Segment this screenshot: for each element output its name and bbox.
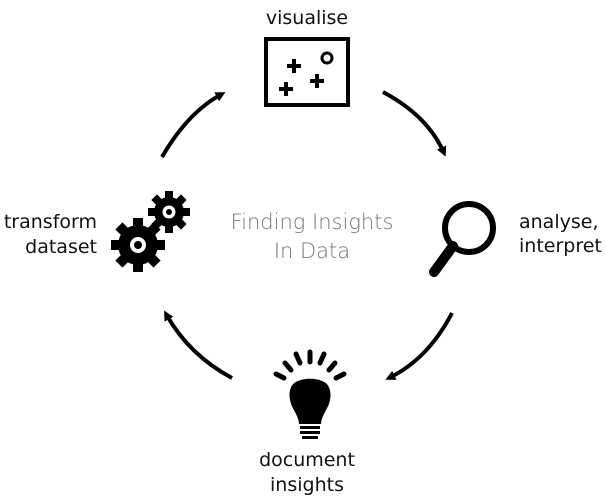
cycle-arrows bbox=[160, 90, 454, 380]
gears-icon bbox=[111, 191, 190, 272]
arrow-transform-to-visualise bbox=[160, 92, 226, 159]
lightbulb-icon bbox=[273, 349, 347, 439]
analyse-label-line2: interpret bbox=[519, 235, 602, 257]
transform-label-line1: transform bbox=[4, 211, 97, 233]
magnifier-icon bbox=[429, 201, 496, 277]
transform-label-line2: dataset bbox=[25, 236, 97, 258]
document-label-line1: document bbox=[259, 449, 355, 471]
scatter-plot-icon bbox=[264, 37, 350, 107]
center-title-line1: Finding Insights bbox=[231, 210, 394, 234]
center-title-line2: In Data bbox=[274, 239, 350, 263]
document-label-line2: insights bbox=[270, 474, 344, 496]
arrow-visualise-to-analyse bbox=[382, 90, 447, 157]
analyse-label-line1: analyse, bbox=[519, 211, 598, 233]
arrow-analyse-to-document bbox=[385, 312, 454, 380]
arrow-document-to-transform bbox=[164, 310, 233, 380]
visualise-label: visualise bbox=[266, 7, 348, 29]
